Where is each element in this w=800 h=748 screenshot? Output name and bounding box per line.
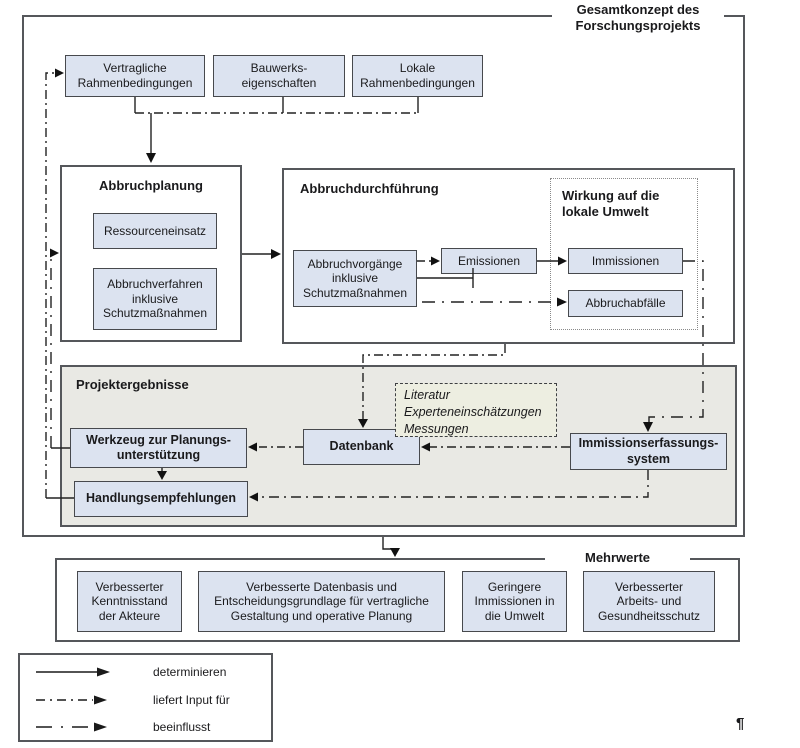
box-immissionserfassungssystem: Immissionserfassungs- system xyxy=(570,433,727,470)
box-ressourceneinsatz: Ressourceneinsatz xyxy=(93,213,217,249)
box-abbruchverfahren: Abbruchverfahren inklusive Schutzmaßnahm… xyxy=(93,268,217,330)
legend-row-determinieren: determinieren xyxy=(35,665,226,679)
pilcrow-mark: ¶ xyxy=(736,715,745,732)
box-werkzeug-planungsunterstuetzung: Werkzeug zur Planungs- unterstützung xyxy=(70,428,247,468)
box-vertragliche-rahmenbedingungen: Vertragliche Rahmenbedingungen xyxy=(65,55,205,97)
legend-label-determinieren: determinieren xyxy=(153,665,227,679)
box-lokale-rahmenbedingungen: Lokale Rahmenbedingungen xyxy=(352,55,483,97)
abbruchdurchfuehrung-title: Abbruchdurchführung xyxy=(300,181,439,196)
arrowhead-into-mehrwerte xyxy=(390,548,400,557)
legend-label-beeinflusst: beeinflusst xyxy=(153,720,211,734)
gesamtkonzept-title: Gesamtkonzept des Forschungsprojekts xyxy=(552,2,724,35)
legend-dashdot-arrow-icon xyxy=(36,695,107,705)
box-handlungsempfehlungen: Handlungsempfehlungen xyxy=(74,481,248,517)
legend-solid-arrow-icon xyxy=(36,667,110,677)
legend-label-liefert-input: liefert Input für xyxy=(153,693,230,707)
legend-row-beeinflusst: beeinflusst xyxy=(35,720,210,734)
mehrwerte-title: Mehrwerte xyxy=(545,550,690,567)
box-literatur-quellen: Literatur Experteneinschätzungen Messung… xyxy=(395,383,557,437)
projektergebnisse-title: Projektergebnisse xyxy=(76,377,189,392)
wirkung-title: Wirkung auf die lokale Umwelt xyxy=(562,188,660,220)
box-bauwerkseigenschaften: Bauwerks- eigenschaften xyxy=(213,55,345,97)
legend-box: determinieren liefert Input für beeinflu… xyxy=(18,653,273,742)
box-datenbasis: Verbesserte Datenbasis und Entscheidungs… xyxy=(198,571,445,632)
box-kenntnisstand: Verbesserter Kenntnisstand der Akteure xyxy=(77,571,182,632)
box-arbeitsschutz: Verbesserter Arbeits- und Gesundheitssch… xyxy=(583,571,715,632)
box-abbruchvorgaenge: Abbruchvorgänge inklusive Schutzmaßnahme… xyxy=(293,250,417,307)
box-emissionen: Emissionen xyxy=(441,248,537,274)
abbruchplanung-title: Abbruchplanung xyxy=(99,178,203,193)
edge-konzept-to-mehrwerte xyxy=(382,537,396,550)
box-immissionen: Immissionen xyxy=(568,248,683,274)
box-abbruchabfaelle: Abbruchabfälle xyxy=(568,290,683,317)
legend-row-liefert-input: liefert Input für xyxy=(35,693,230,707)
box-geringere-immissionen: Geringere Immissionen in die Umwelt xyxy=(462,571,567,632)
legend-longdash-arrow-icon xyxy=(36,722,107,732)
